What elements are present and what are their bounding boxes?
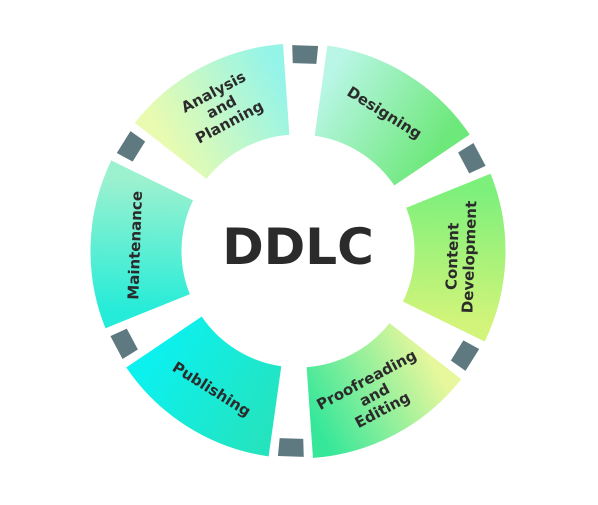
connector-bar (292, 45, 319, 64)
connector-bar (277, 438, 304, 457)
stage-segment-content-development (401, 172, 507, 343)
stage-label-content-development: ContentDevelopment (441, 200, 480, 314)
stage-segment-maintenance (89, 159, 195, 330)
stage-label-maintenance: Maintenance (124, 191, 146, 300)
connector-bar (110, 328, 138, 359)
stage-segment-proofreading-and-editing (305, 321, 463, 459)
center-title: DDLC (222, 218, 374, 276)
connector-bar (458, 143, 486, 174)
stage-segment-analysis-and-planning (133, 43, 291, 181)
stage-label-line: Maintenance (124, 191, 146, 300)
connector-bar (116, 131, 146, 162)
stage-label-line: Development (458, 200, 480, 313)
connector-bar (450, 340, 480, 371)
stage-segment-publishing (125, 315, 283, 458)
stage-label-line: Content (442, 223, 462, 291)
stage-segment-designing (313, 44, 471, 187)
connector-bars (110, 45, 486, 457)
stage-segments: DesigningContentDevelopmentProofreadinga… (89, 43, 507, 459)
